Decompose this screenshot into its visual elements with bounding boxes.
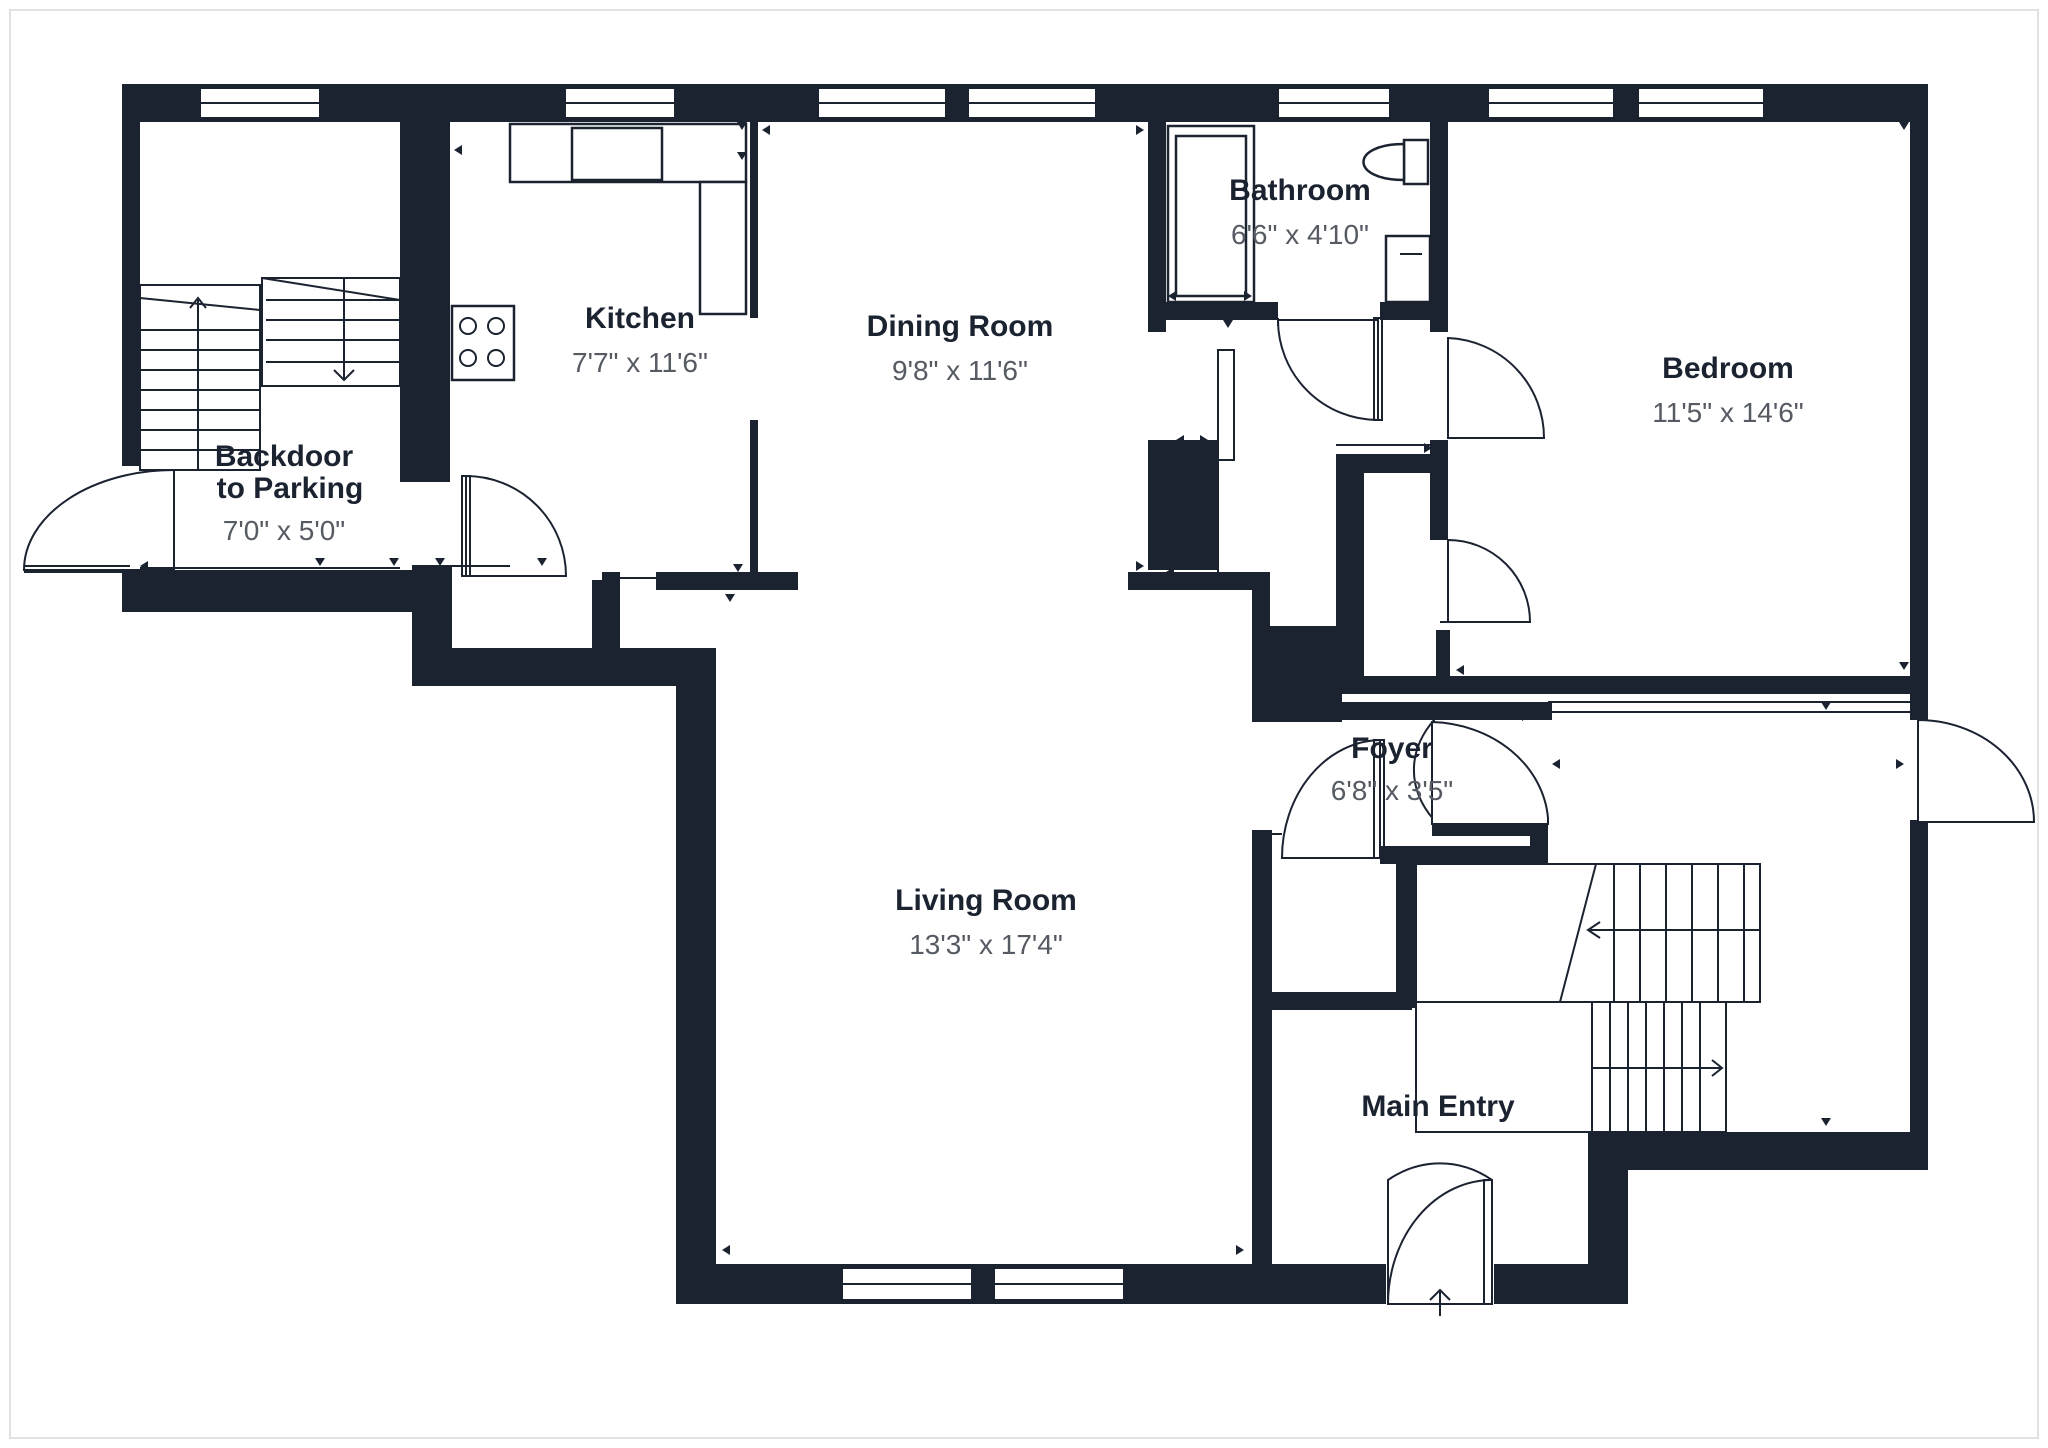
entry-arrow-icon — [1429, 1288, 1451, 1316]
bathroom-name: Bathroom — [1229, 174, 1371, 207]
dining-room-name: Dining Room — [867, 310, 1054, 343]
foyer-dims: 6'8" x 3'5" — [1331, 775, 1453, 806]
room-main-entry: Main Entry — [1361, 1090, 1515, 1123]
interior-walls — [602, 122, 1928, 1264]
room-living-room: Living Room 13'3" x 17'4" — [895, 884, 1077, 960]
stair-left-arrow-icon — [1586, 921, 1601, 939]
backdoor-name-line2: to Parking — [217, 472, 364, 505]
bathroom-door-swing — [1276, 319, 1379, 422]
kitchen-name: Kitchen — [585, 302, 695, 335]
back-stairs — [139, 277, 401, 471]
stove-icon — [450, 304, 516, 382]
living-room-dims: 13'3" x 17'4" — [909, 929, 1063, 960]
windows — [199, 87, 1765, 1301]
page-border — [9, 9, 2039, 1439]
room-bathroom: Bathroom 6'6" x 4'10" — [1229, 174, 1371, 250]
dining-room-dims: 9'8" x 11'6" — [892, 355, 1028, 386]
kitchen-fixtures — [450, 122, 748, 382]
sink-icon — [570, 126, 664, 182]
main-entry-name: Main Entry — [1361, 1090, 1515, 1123]
room-kitchen: Kitchen 7'7" x 11'6" — [572, 302, 708, 378]
stair-down-arrow-icon — [333, 369, 355, 382]
bedroom-name: Bedroom — [1662, 352, 1794, 385]
bathroom-fixtures — [1166, 124, 1432, 304]
kitchen-dims: 7'7" x 11'6" — [572, 347, 708, 378]
room-dining-room: Dining Room 9'8" x 11'6" — [867, 310, 1054, 386]
room-bedroom: Bedroom 11'5" x 14'6" — [1652, 352, 1803, 428]
foyer-left-door-swing — [1412, 717, 1435, 823]
foyer-name: Foyer — [1351, 732, 1433, 765]
bedroom-dims: 11'5" x 14'6" — [1652, 397, 1803, 428]
living-room-name: Living Room — [895, 884, 1077, 917]
closet-door-swing — [1447, 336, 1546, 439]
foyer-inner-door-swing — [1280, 738, 1381, 859]
foyer-closet-swing — [1431, 720, 1549, 825]
backdoor-swing — [22, 468, 175, 571]
backdoor-name-line1: Backdoor — [215, 440, 354, 473]
room-foyer: Foyer 6'8" x 3'5" — [1331, 732, 1453, 806]
entry-stairs — [1415, 863, 1761, 1133]
room-backdoor: Backdoor to Parking 7'0" x 5'0" — [215, 440, 364, 546]
hall-closet-swing — [1217, 349, 1235, 461]
doors — [22, 317, 2036, 1305]
measurement-markers — [140, 122, 1909, 1255]
stair-right-arrow-icon — [1711, 1059, 1724, 1077]
stair-up-arrow-icon — [189, 296, 207, 309]
foyer-right-door-swing — [1917, 718, 2036, 823]
bedroom-door-swing — [1447, 538, 1532, 623]
bathroom-dims: 6'6" x 4'10" — [1231, 219, 1369, 250]
kitchen-back-door-swing — [465, 474, 568, 577]
toilet-icon — [1362, 138, 1430, 186]
backdoor-dims: 7'0" x 5'0" — [223, 515, 345, 546]
vanity-icon — [1384, 234, 1432, 304]
